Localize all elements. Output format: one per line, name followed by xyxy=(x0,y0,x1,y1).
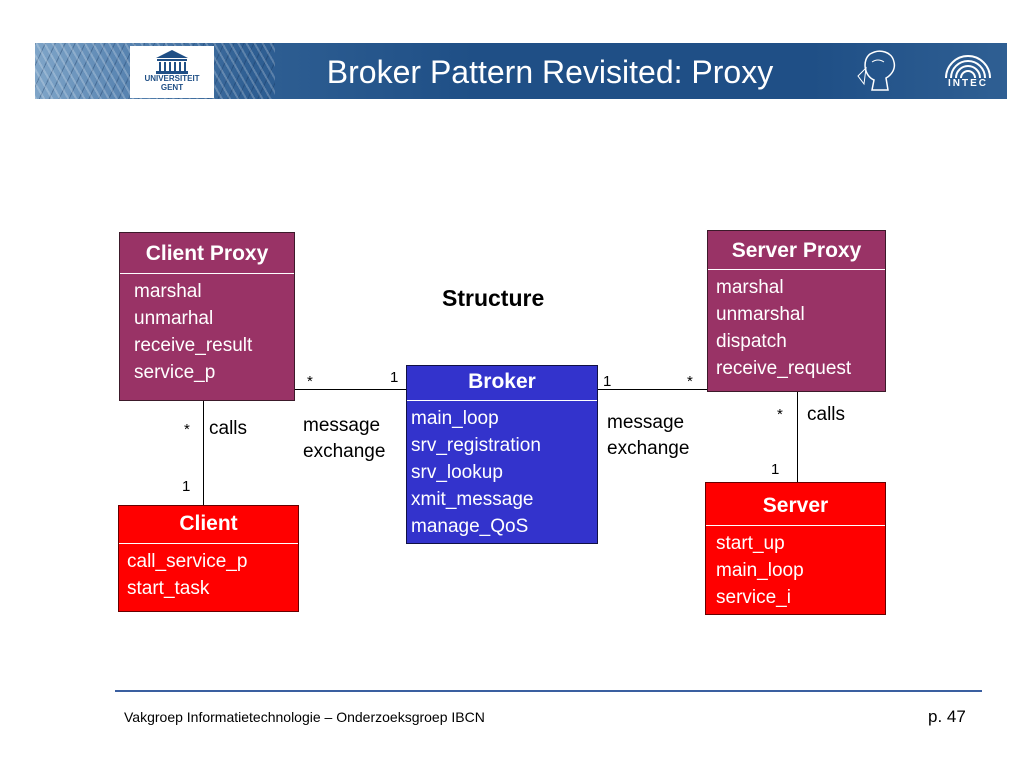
connector-server-serverproxy xyxy=(797,392,798,482)
method: service_i xyxy=(716,587,791,608)
class-client: Client call_service_p start_task xyxy=(118,505,299,612)
multiplicity: 1 xyxy=(771,461,780,478)
method: start_task xyxy=(127,578,210,599)
intec-logo-text: INTEC xyxy=(948,78,988,89)
method: unmarshal xyxy=(716,304,805,325)
association-label-line: exchange xyxy=(303,441,386,462)
class-name: Broker xyxy=(407,366,597,401)
footer-text: Vakgroep Informatietechnologie – Onderzo… xyxy=(124,709,485,725)
method: unmarhal xyxy=(134,308,214,329)
method-list: marshal unmarhal receive_result service_… xyxy=(120,274,294,386)
multiplicity: 1 xyxy=(390,369,399,386)
method-list: main_loop srv_registration srv_lookup xm… xyxy=(407,401,597,540)
method-list: start_up main_loop service_i xyxy=(706,526,885,611)
method: start_up xyxy=(716,533,785,554)
connector-client-clientproxy xyxy=(203,401,204,505)
method: marshal xyxy=(134,281,202,302)
page-number: p. 47 xyxy=(928,707,966,726)
association-label: message exchange xyxy=(607,410,689,462)
method: marshal xyxy=(716,277,784,298)
logo-line-1: UNIVERSITEIT xyxy=(144,74,200,83)
connector-broker-serverproxy xyxy=(597,389,708,390)
building-icon xyxy=(156,50,188,74)
portrait-sketch-icon xyxy=(857,50,896,91)
method: receive_result xyxy=(134,335,253,356)
multiplicity: 1 xyxy=(182,478,191,495)
multiplicity: * xyxy=(777,406,783,423)
class-broker: Broker main_loop srv_registration srv_lo… xyxy=(406,365,598,544)
footer-divider xyxy=(115,690,982,692)
class-name: Server Proxy xyxy=(708,231,885,270)
method: manage_QoS xyxy=(411,516,529,537)
association-label: calls xyxy=(807,404,846,425)
class-name: Server xyxy=(706,483,885,526)
class-server-proxy: Server Proxy marshal unmarshal dispatch … xyxy=(707,230,886,392)
method: service_p xyxy=(134,362,216,383)
association-label-line: message xyxy=(303,415,381,436)
logo-line-2: GENT xyxy=(160,83,184,92)
method: dispatch xyxy=(716,331,787,352)
method: main_loop xyxy=(716,560,804,581)
association-label-line: exchange xyxy=(607,438,690,459)
class-server: Server start_up main_loop service_i xyxy=(705,482,886,615)
right-logos: INTEC xyxy=(850,46,1000,96)
method: xmit_message xyxy=(411,489,534,510)
class-name: Client Proxy xyxy=(120,233,294,274)
connector-clientproxy-broker xyxy=(295,389,407,390)
slide-title: Broker Pattern Revisited: Proxy xyxy=(326,54,774,90)
method-list: marshal unmarshal dispatch receive_reque… xyxy=(708,270,885,382)
ugent-logo: UNIVERSITEIT GENT xyxy=(130,46,214,98)
association-label: message exchange xyxy=(303,413,385,465)
method: main_loop xyxy=(411,408,499,429)
multiplicity: 1 xyxy=(603,373,612,390)
method: call_service_p xyxy=(127,551,248,572)
association-label: calls xyxy=(209,418,248,439)
ugent-logo-text: UNIVERSITEIT GENT xyxy=(130,74,214,92)
method: srv_lookup xyxy=(411,462,503,483)
multiplicity: * xyxy=(307,373,313,390)
class-client-proxy: Client Proxy marshal unmarhal receive_re… xyxy=(119,232,295,401)
method: receive_request xyxy=(716,358,852,379)
association-label-line: message xyxy=(607,412,685,433)
method-list: call_service_p start_task xyxy=(119,544,298,602)
class-name: Client xyxy=(119,506,298,544)
multiplicity: * xyxy=(687,373,693,390)
intec-logo-icon xyxy=(945,55,991,79)
multiplicity: * xyxy=(184,421,190,438)
diagram-heading: Structure xyxy=(442,285,545,311)
method: srv_registration xyxy=(411,435,541,456)
